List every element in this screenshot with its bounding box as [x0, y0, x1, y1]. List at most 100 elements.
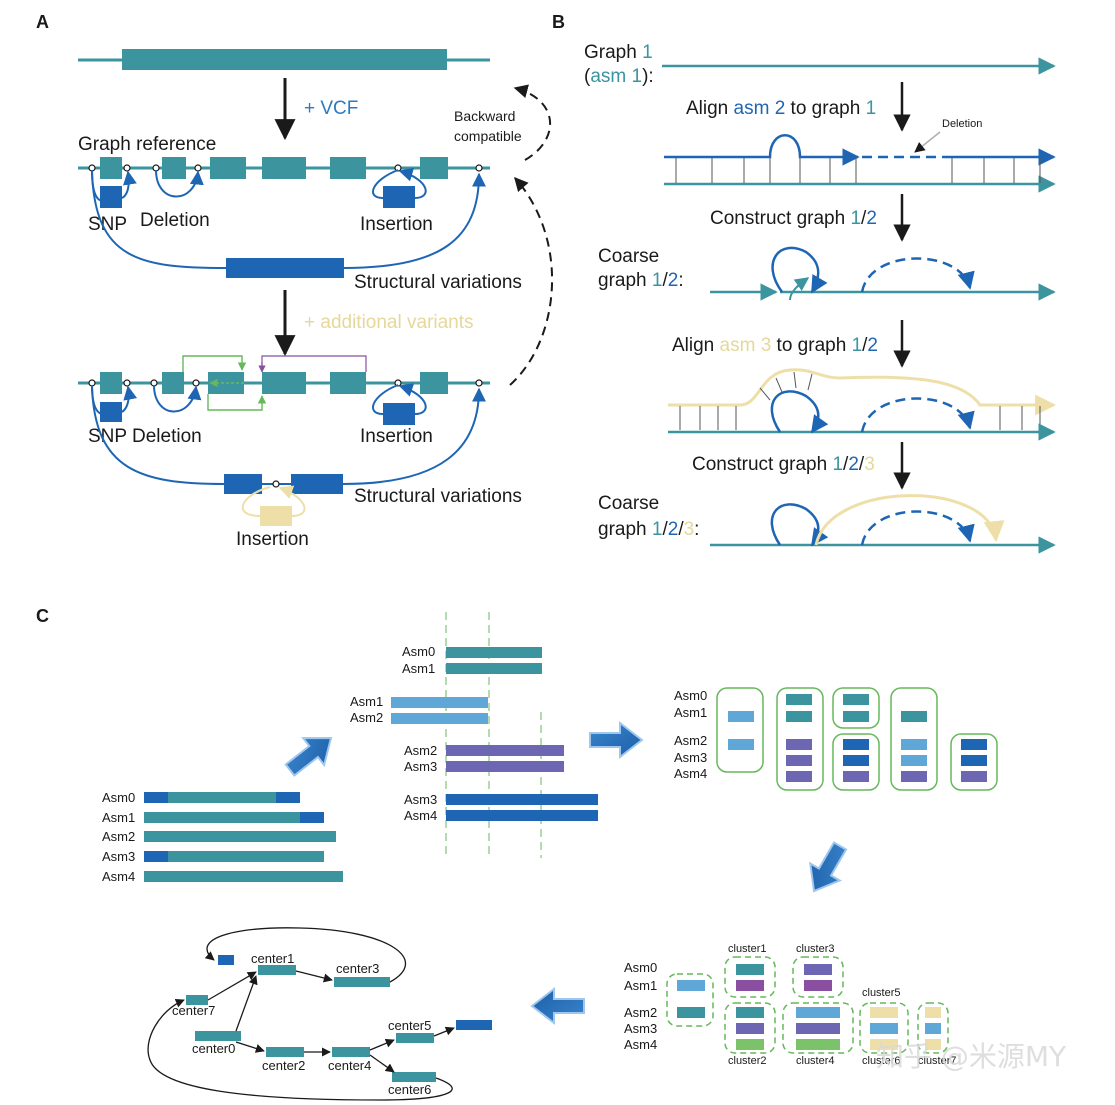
step2-alignments: Asm0 Asm1 Asm1 Asm2 Asm2 Asm3 Asm3 Asm4	[350, 612, 598, 858]
asm-label: Asm3	[674, 750, 707, 765]
insertion-node	[383, 186, 415, 208]
construct123-label: Construct graph 1/2/3	[692, 454, 875, 475]
asm-label: Asm4	[102, 869, 135, 884]
asm-label: Asm3	[102, 849, 135, 864]
coarse123-label: graph 1/2/3:	[598, 519, 699, 540]
insertion-label: Insertion	[360, 214, 433, 235]
deletion-label: Deletion	[140, 210, 210, 231]
step5-graph: center1 center3 center7 center0 center2 …	[147, 927, 492, 1101]
green-edge	[182, 355, 247, 372]
vcf-label: + VCF	[304, 98, 358, 119]
flow-arrow	[809, 841, 848, 893]
asm-label: Asm1	[102, 810, 135, 825]
panel-b: B Graph 1 (asm 1): Align asm 2 to graph …	[552, 12, 1057, 554]
deletion-bubble	[860, 397, 975, 433]
sv-label: Structural variations	[354, 486, 522, 507]
cluster-label: cluster6	[862, 1055, 901, 1067]
junction	[272, 480, 280, 488]
step3-grouping: Asm0 Asm1 Asm2 Asm3 Asm4	[674, 687, 998, 791]
sv-edge	[91, 386, 225, 485]
graph-node	[218, 955, 234, 965]
asm-label: Asm2	[350, 710, 383, 725]
asm-label: Asm1	[624, 978, 657, 993]
deletion-pointer	[914, 131, 941, 153]
yellow-edge	[241, 486, 271, 517]
asm-label: Asm3	[624, 1021, 657, 1036]
sv-edge	[342, 387, 486, 485]
snp-edge	[121, 170, 137, 199]
coarse-label: Coarse	[598, 493, 659, 514]
asm-label: Asm3	[404, 792, 437, 807]
asm-label: Asm2	[102, 829, 135, 844]
yellow-edge	[278, 485, 306, 517]
compatible-label: compatible	[454, 128, 522, 144]
graph-node	[266, 1047, 304, 1057]
node	[162, 157, 186, 179]
additional-variants-label: + additional variants	[304, 312, 474, 333]
insertion-edge	[372, 384, 399, 415]
flow-arrow	[530, 986, 585, 1026]
cluster-label: cluster1	[728, 943, 767, 955]
deletion-edge	[155, 169, 204, 198]
node	[420, 372, 448, 394]
asm-label: Asm2	[624, 1005, 657, 1020]
sv-edge	[343, 172, 486, 269]
sv-node	[226, 258, 344, 278]
watermark: 知乎 @米源MY	[876, 1040, 1067, 1073]
graph-node	[186, 995, 208, 1005]
insertion-edge	[398, 383, 427, 415]
insertion-label: Insertion	[236, 529, 309, 550]
bubble-edge	[770, 503, 829, 547]
asm1-label: (asm 1):	[584, 66, 654, 87]
graph-node	[392, 1072, 436, 1082]
graph-reference-label: Graph reference	[78, 134, 216, 155]
step1-alignments: Asm0 Asm1 Asm2 Asm3 Asm4	[102, 790, 343, 884]
bubble-edge	[770, 390, 829, 434]
center-label: center3	[336, 961, 379, 976]
snp-node	[100, 402, 122, 422]
cluster-label: cluster5	[862, 987, 901, 999]
deletion-bubble	[860, 510, 975, 546]
sv-node	[224, 474, 262, 494]
panel-c-label: C	[36, 606, 49, 626]
asm-label: Asm2	[674, 733, 707, 748]
node	[210, 157, 246, 179]
center-label: center5	[388, 1018, 431, 1033]
backward-arrow	[513, 84, 551, 161]
asm-label: Asm0	[674, 688, 707, 703]
flow-arrow	[284, 736, 333, 777]
snp-node	[100, 186, 122, 208]
graph-node	[334, 977, 390, 987]
asm-label: Asm1	[402, 661, 435, 676]
snp-label: SNP	[88, 214, 127, 235]
cluster-label: cluster7	[918, 1055, 957, 1067]
backward-label: Backward	[454, 108, 515, 124]
node	[100, 372, 122, 394]
deletion-bubble	[860, 257, 975, 293]
node	[420, 157, 448, 179]
center-label: center6	[388, 1082, 431, 1097]
sv-edge	[91, 171, 227, 269]
panel-c: C Asm0 Asm1 Asm2 Asm3 Asm4	[36, 606, 998, 1101]
asm-label: Asm2	[404, 743, 437, 758]
coarse12-label: graph 1/2:	[598, 270, 684, 291]
graph-node	[195, 1031, 241, 1041]
insertion-label: Insertion	[360, 426, 433, 447]
panel-b-label: B	[552, 12, 565, 32]
align-asm3-label: Align asm 3 to graph 1/2	[672, 335, 878, 356]
center-label: center0	[192, 1041, 235, 1056]
node	[162, 372, 184, 394]
cluster-label: cluster3	[796, 943, 835, 955]
panel-a-label: A	[36, 12, 49, 32]
bubble-edge	[771, 246, 828, 294]
node	[100, 157, 122, 179]
graph-node	[456, 1020, 492, 1030]
graph-node	[332, 1047, 370, 1057]
asm-label: Asm1	[674, 705, 707, 720]
flow-arrow	[589, 720, 644, 760]
asm-label: Asm0	[402, 644, 435, 659]
graph-node	[396, 1033, 434, 1043]
asm-label: Asm1	[350, 694, 383, 709]
snp-edge	[121, 385, 138, 413]
insertion-node	[383, 403, 415, 425]
